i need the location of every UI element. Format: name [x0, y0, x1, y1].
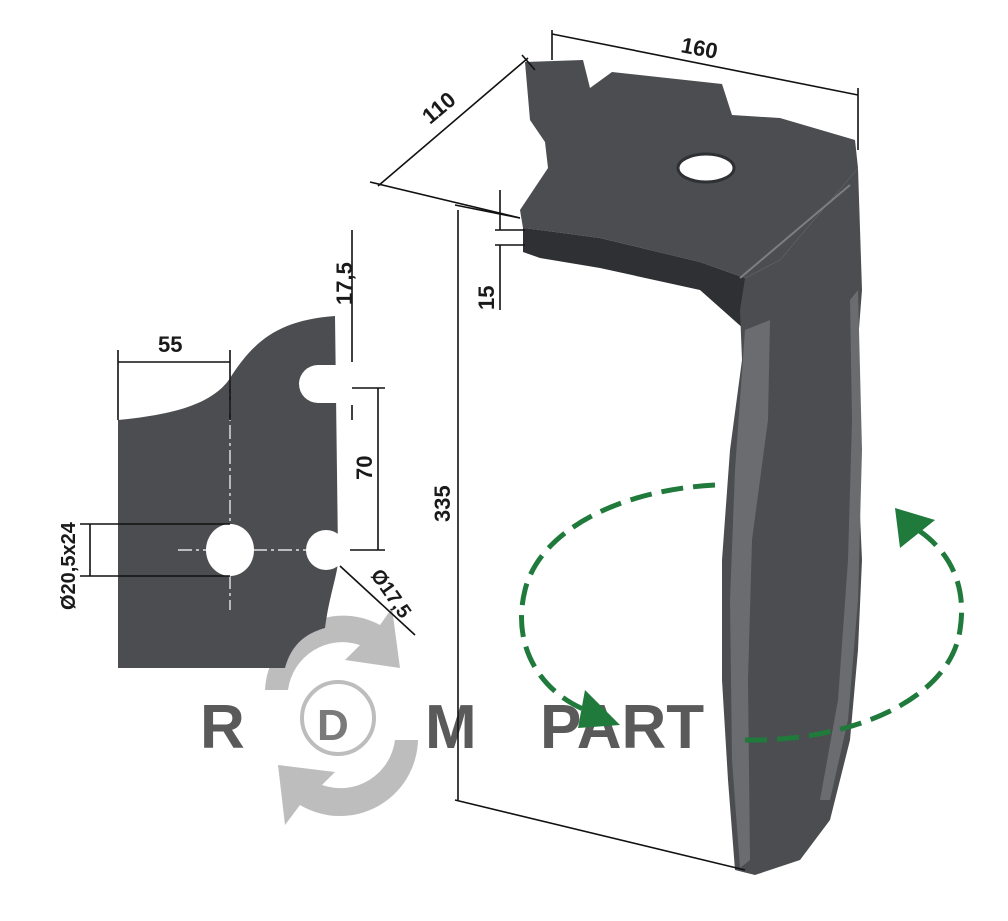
logo-letter-r: R: [200, 693, 245, 762]
dim-335-label: 335: [430, 485, 455, 522]
logo-word-parts: PART: [540, 693, 704, 762]
dim-160-label: 160: [679, 32, 720, 64]
rotation-dashed-path-right: [744, 522, 965, 743]
rotation-dashed-path-left: [519, 482, 716, 718]
logo-ring-arrow-top: [265, 608, 400, 690]
tine-plate-edge: [523, 228, 772, 330]
logo-d-circle: [300, 680, 376, 756]
rotation-arrowhead-top: [895, 508, 935, 548]
round-hole-17-5: [306, 530, 346, 570]
tine-bend-line: [739, 184, 851, 279]
dim-17-5-label: 17,5: [332, 262, 357, 305]
flange-body: [118, 316, 339, 668]
dim-15-label: 15: [474, 286, 499, 310]
dim-55-label: 55: [158, 332, 182, 357]
dim-110-label: 110: [417, 87, 460, 129]
rotation-arrow: [519, 482, 965, 743]
logo-letter-m: M: [425, 693, 477, 762]
tine-plate-hole: [676, 152, 736, 184]
rotation-arrowhead-bottom: [578, 690, 620, 728]
logo-ring-arrow-bottom: [278, 740, 418, 825]
logo-letter-d: D: [317, 701, 349, 750]
blade-flange-view: [118, 316, 355, 668]
dim-slot-hole-label: Ø20,5x24: [58, 521, 80, 610]
tine-blade-highlight: [730, 320, 770, 868]
dim-70-label: 70: [352, 456, 377, 480]
tine-3d-view: [520, 60, 862, 875]
rdm-parts-logo: R D M PART: [200, 608, 704, 825]
tine-dimensions: 160 110 15 335: [369, 30, 859, 871]
flange-dimensions: 55 17,5 70 Ø20,5x24 Ø17,5: [58, 230, 416, 636]
tine-blade-edge-bevel: [820, 290, 862, 800]
